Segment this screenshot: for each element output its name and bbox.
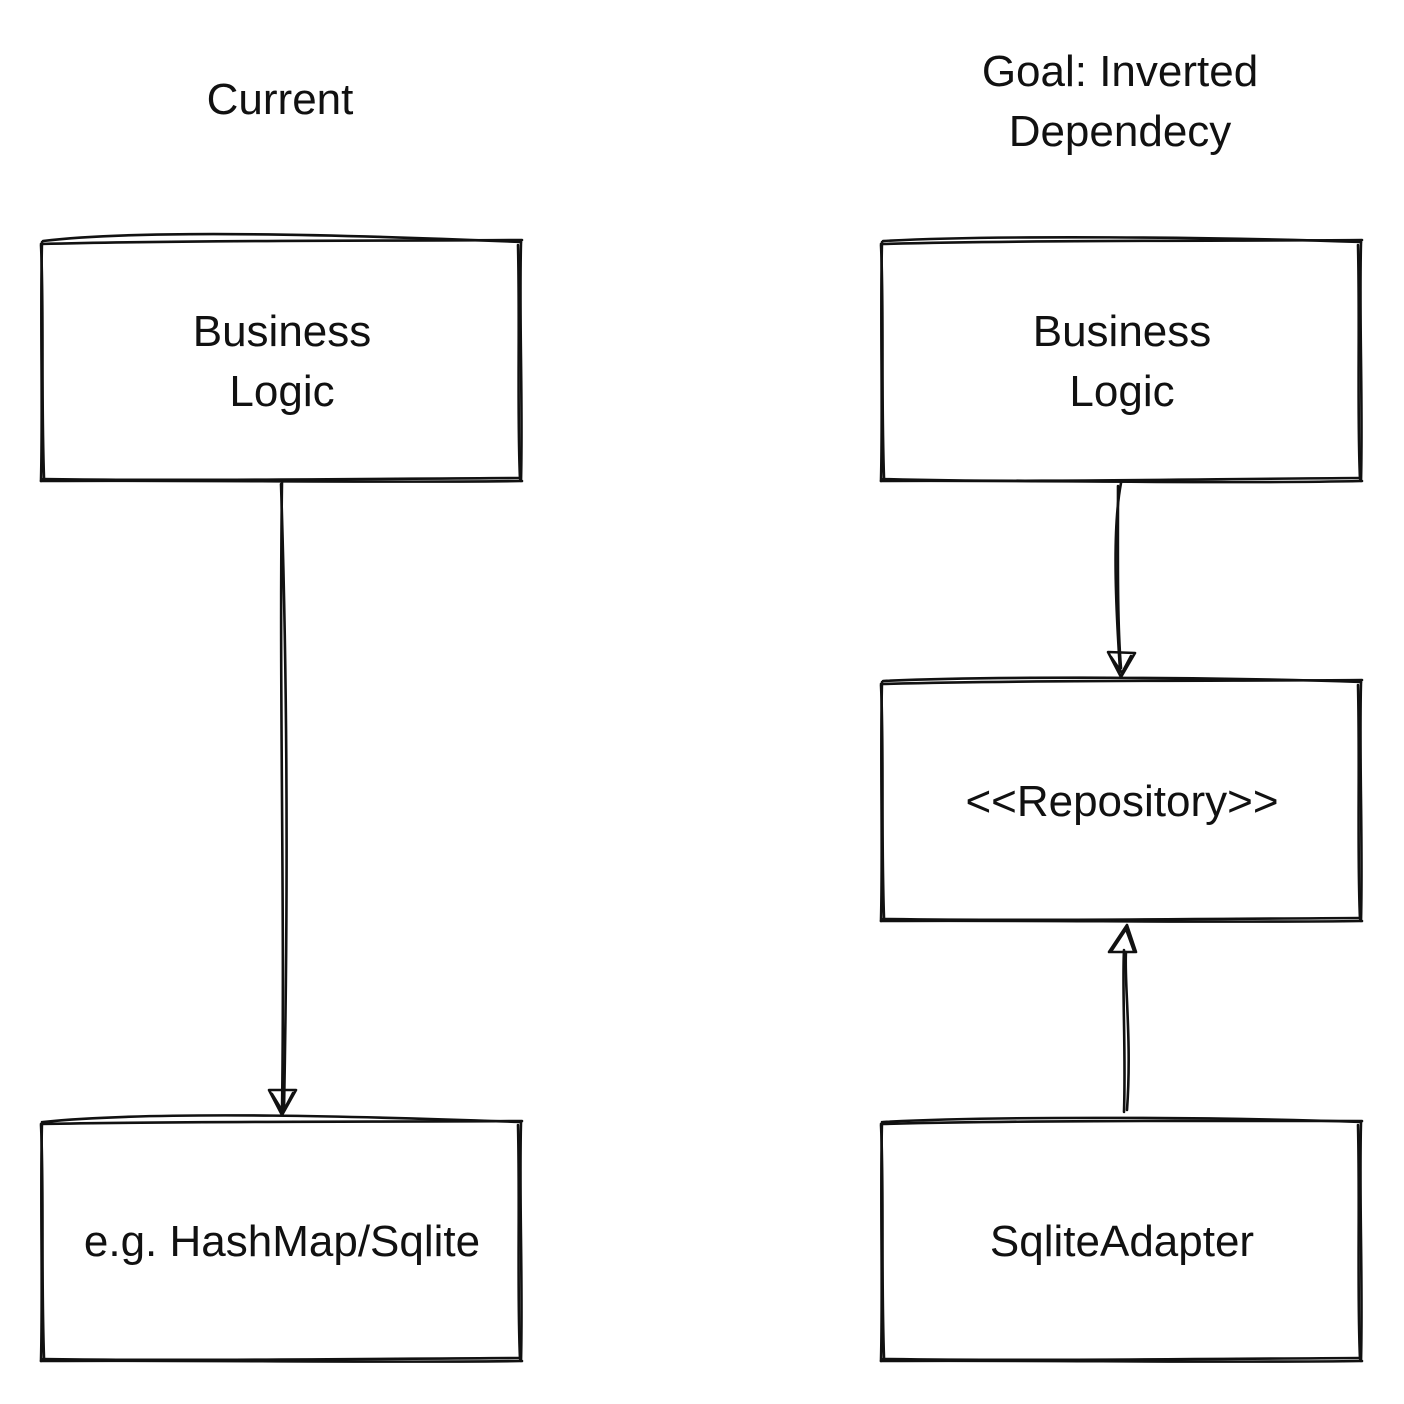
goal-heading-line2: Dependecy [1008,107,1232,156]
business-to-repository-arrow [1106,481,1137,679]
left-business-label-line2: Logic [229,366,335,416]
goal-heading: Goal: Inverted Dependecy [900,42,1340,162]
right-business-label-line1: Business [1032,306,1212,356]
left-storage-label: e.g. HashMap/Sqlite [83,1216,481,1266]
left-dependency-arrow [267,480,298,1117]
left-business-logic-box[interactable] [39,232,524,484]
left-business-logic-label: Business Logic [42,242,522,481]
sqlite-adapter-box[interactable] [879,1116,1364,1364]
current-heading: Current [206,75,354,124]
right-business-label-line2: Logic [1069,366,1175,416]
left-business-label-line1: Business [192,306,372,356]
left-storage-box[interactable] [39,1114,524,1364]
adapter-to-repository-arrow [1107,923,1138,1114]
repository-box[interactable] [879,676,1364,924]
right-business-logic-label: Business Logic [882,242,1362,481]
right-business-logic-box[interactable] [879,236,1364,484]
sqlite-adapter-label: SqliteAdapter [989,1216,1255,1266]
goal-heading-line1: Goal: Inverted [981,47,1259,96]
repository-label: <<Repository>> [965,776,1279,826]
